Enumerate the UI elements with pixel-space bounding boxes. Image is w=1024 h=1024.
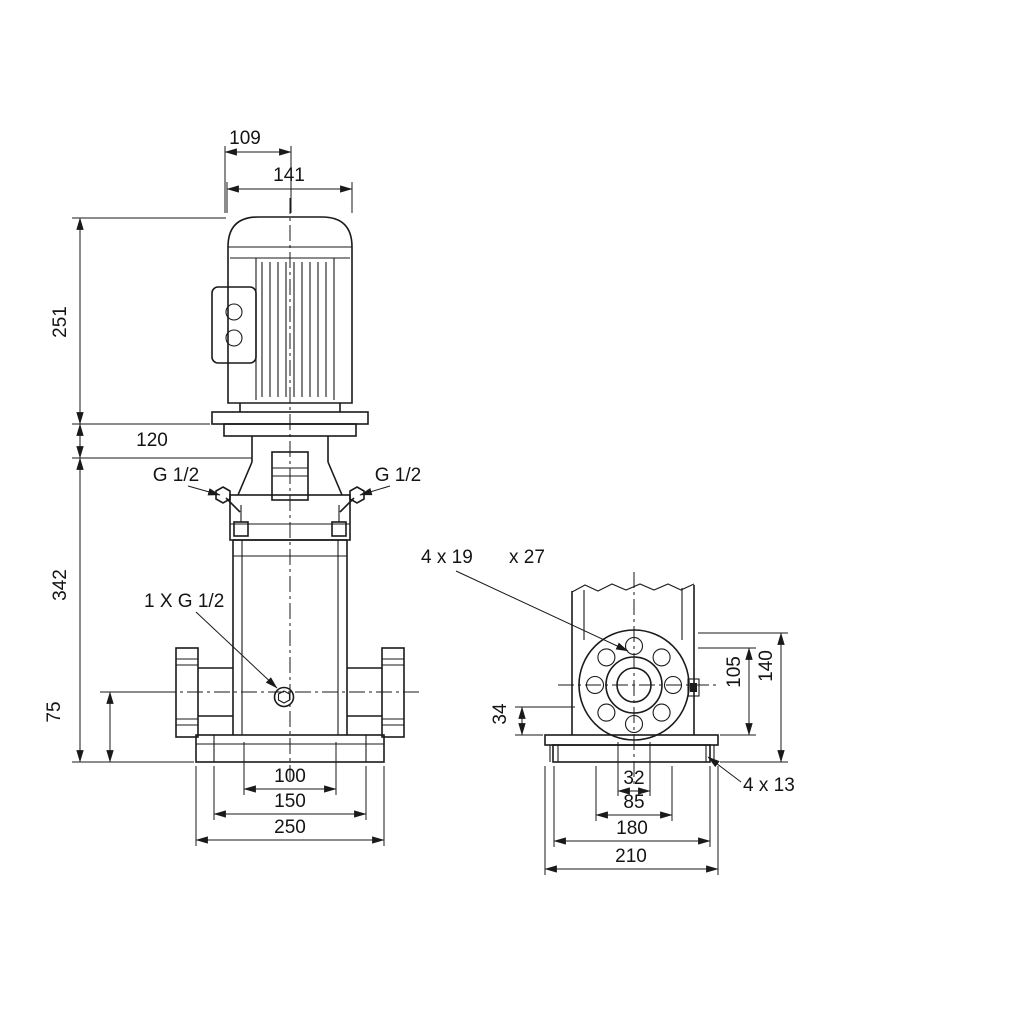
flange-bolt-holes (585, 636, 683, 734)
label-vent-left: G 1/2 (153, 465, 199, 486)
port-flange-right (347, 647, 405, 738)
cable-entry-bottom (225, 329, 243, 347)
vent-right-leader (359, 485, 391, 496)
drain-plug (273, 686, 295, 708)
flange-holes-leader (455, 570, 629, 652)
label-flange-holes-2: x 27 (509, 547, 545, 568)
vent-plug-right (339, 486, 365, 513)
label-vent-right: G 1/2 (375, 465, 421, 486)
motor-outline (227, 216, 353, 404)
dim-251: 251 (50, 306, 71, 338)
drawing-labels: 109 141 251 120 342 75 100 150 250 G 1/2… (44, 128, 795, 867)
dim-140: 140 (756, 650, 777, 682)
flange-bore (616, 667, 652, 703)
dim-34: 34 (490, 703, 511, 725)
base-side (544, 734, 719, 763)
dim-120: 120 (136, 430, 168, 451)
label-drain: 1 X G 1/2 (144, 591, 224, 612)
dim-342: 342 (50, 569, 71, 601)
motor (211, 216, 353, 412)
label-flange-holes: 4 x 19 (421, 547, 473, 568)
port-flange-face (578, 629, 700, 741)
dimensions-front (72, 146, 391, 846)
dim-210: 210 (615, 846, 647, 867)
dim-180: 180 (616, 818, 648, 839)
base-holes-leader (707, 756, 742, 783)
dim-141: 141 (273, 165, 305, 186)
label-base-holes: 4 x 13 (743, 775, 795, 796)
dim-105: 105 (724, 656, 745, 688)
dim-32: 32 (623, 768, 644, 789)
drain-leader (195, 611, 278, 689)
side-plug (687, 678, 700, 697)
flange-raised-face (605, 656, 663, 714)
dim-250: 250 (274, 817, 306, 838)
chamber-stack (232, 539, 348, 735)
dim-75: 75 (44, 701, 65, 722)
coupling-guard (237, 436, 343, 501)
vent-plug-left (215, 486, 241, 513)
dim-100: 100 (274, 766, 306, 787)
tie-rod-nuts (233, 505, 347, 537)
cable-entry-top (225, 303, 243, 321)
base-slot-holes (549, 745, 715, 762)
base-front (195, 734, 385, 763)
side-view (544, 572, 719, 784)
motor-fins (255, 258, 335, 400)
motor-flange (211, 411, 369, 437)
flange-outer-circle (578, 629, 690, 741)
pump-body-side (571, 583, 695, 735)
break-line (571, 583, 695, 593)
dim-109: 109 (229, 128, 261, 149)
dim-150: 150 (274, 791, 306, 812)
dim-85: 85 (623, 792, 644, 813)
vent-left-leader (187, 485, 221, 496)
dimensions-side (455, 570, 788, 875)
front-view (160, 198, 420, 780)
terminal-box (211, 286, 257, 364)
